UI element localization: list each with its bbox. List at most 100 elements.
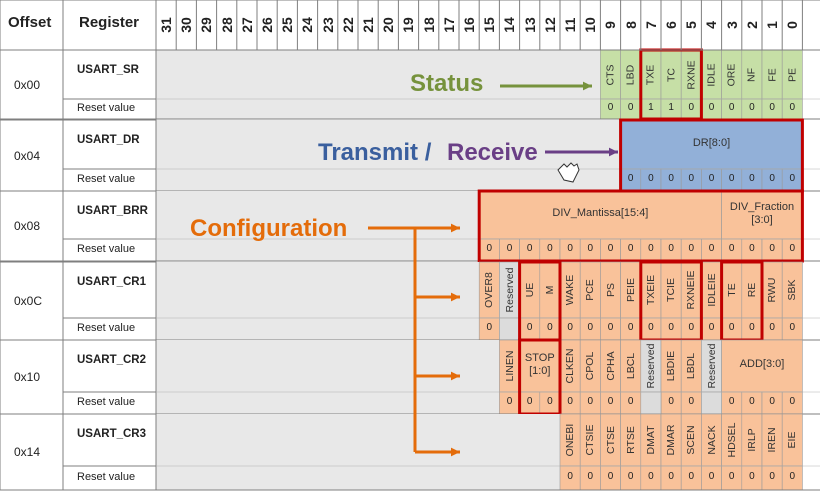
field-label: Reserved	[503, 267, 516, 313]
reset-label: Reset value	[77, 102, 136, 114]
register-name: USART_BRR	[77, 205, 148, 217]
register-name-cell	[62, 190, 157, 240]
configuration-arrow-head	[450, 223, 460, 233]
transmit-receive-arrow-head	[608, 147, 618, 157]
reset-value: 0	[749, 322, 755, 333]
reset-value: 0	[668, 173, 674, 184]
reset-value: 0	[789, 322, 796, 333]
receive-annotation: Receive	[447, 139, 538, 166]
offset-cell	[0, 413, 64, 491]
field-label: LBDIE	[665, 350, 678, 382]
bit-number-17: 17	[440, 17, 457, 33]
field-label: RWU	[766, 277, 779, 303]
bit-number-1: 1	[764, 21, 781, 29]
field-dr80	[620, 119, 803, 170]
reset-value: 0	[769, 102, 775, 113]
field-label: DIV_Fraction [3:0]	[729, 201, 795, 226]
field-label: ORE	[725, 63, 738, 86]
register-name: USART_CR3	[77, 428, 147, 440]
field-label: STOP [1:0]	[524, 352, 555, 377]
field-label: IREN	[766, 427, 779, 453]
field-label: TXE	[644, 64, 657, 85]
register-name: USART_CR2	[77, 354, 147, 366]
bit-number-2: 2	[743, 21, 760, 29]
reset-value: 0	[547, 243, 553, 254]
reset-value: 0	[668, 471, 674, 482]
field-label: DIV_Mantissa[15:4]	[552, 207, 649, 219]
field-label: RXNE	[685, 59, 698, 90]
bit-number-5: 5	[683, 21, 700, 29]
bit-number-14: 14	[501, 17, 518, 33]
reset-value: 0	[769, 471, 775, 482]
bit-number-24: 24	[299, 17, 316, 33]
reset-value: 0	[708, 173, 715, 184]
reset-value: 0	[688, 322, 695, 333]
register-name-cell	[62, 413, 157, 467]
hand-cursor-icon	[557, 162, 580, 183]
reset-value: 1	[648, 102, 654, 113]
reset-value: 0	[708, 243, 715, 254]
register-header-cell	[62, 0, 157, 51]
bit-number-6: 6	[663, 21, 680, 29]
register-offset: 0x14	[14, 445, 41, 459]
field-label: TE	[725, 283, 738, 297]
field-label: SCEN	[685, 425, 698, 455]
field-label: IDLEIE	[705, 273, 718, 307]
field-label: TCIE	[665, 278, 678, 302]
field-label: IRLP	[745, 428, 758, 452]
bit-number-19: 19	[400, 17, 417, 33]
offset-header-cell	[0, 0, 64, 51]
reset-value: 0	[708, 322, 715, 333]
reset-label: Reset value	[77, 396, 136, 408]
offset-header: Offset	[8, 14, 52, 31]
reset-value: 0	[627, 173, 634, 184]
bit-number-30: 30	[178, 17, 195, 33]
reset-value: 0	[607, 396, 614, 407]
field-label: HDSEL	[725, 422, 738, 458]
field-label: CTS	[604, 64, 617, 85]
field-label: RTSE	[624, 426, 637, 454]
reset-value: 0	[587, 471, 594, 482]
bit-number-15: 15	[481, 17, 498, 33]
bit-number-11: 11	[562, 17, 579, 33]
field-label: OVER8	[483, 272, 496, 308]
field-label: NACK	[705, 425, 718, 455]
bit-number-31: 31	[158, 17, 175, 33]
reset-value: 0	[486, 243, 493, 254]
cr2-arrow-head	[450, 371, 460, 381]
bit-number-13: 13	[521, 17, 538, 33]
bit-number-22: 22	[339, 17, 356, 33]
reset-value: 0	[526, 243, 533, 254]
register-offset: 0x08	[14, 219, 41, 233]
reset-value: 0	[587, 243, 594, 254]
reset-value: 0	[506, 396, 513, 407]
reset-value: 0	[728, 102, 735, 113]
bit-number-21: 21	[360, 17, 377, 33]
reset-label: Reset value	[77, 243, 136, 255]
reset-value: 0	[607, 243, 614, 254]
reset-value: 0	[728, 173, 735, 184]
field-label: LINEN	[503, 350, 516, 382]
bit-number-10: 10	[582, 17, 599, 33]
field-label: DR[8:0]	[692, 136, 731, 149]
field-label: CPOL	[584, 351, 597, 381]
register-offset: 0x0C	[14, 294, 43, 308]
reset-value: 0	[567, 322, 573, 333]
register-offset: 0x10	[14, 370, 41, 384]
reset-value: 0	[587, 322, 594, 333]
bit-number-20: 20	[380, 17, 397, 33]
reset-value: 0	[789, 173, 796, 184]
reset-value: 0	[688, 173, 695, 184]
reset-value: 0	[567, 471, 573, 482]
register-name-cell	[62, 49, 157, 100]
field-label: DMAT	[644, 425, 657, 455]
field-label: PCE	[584, 279, 597, 301]
field-label: LBDL	[685, 352, 698, 380]
field-label: TXEIE	[644, 274, 657, 306]
field-label: WAKE	[564, 274, 577, 306]
register-name-cell	[62, 339, 157, 393]
reset-value: 0	[749, 471, 755, 482]
field-label: TC	[665, 67, 678, 82]
cr3-arrow-head	[450, 447, 460, 457]
field-label: PS	[604, 283, 617, 298]
